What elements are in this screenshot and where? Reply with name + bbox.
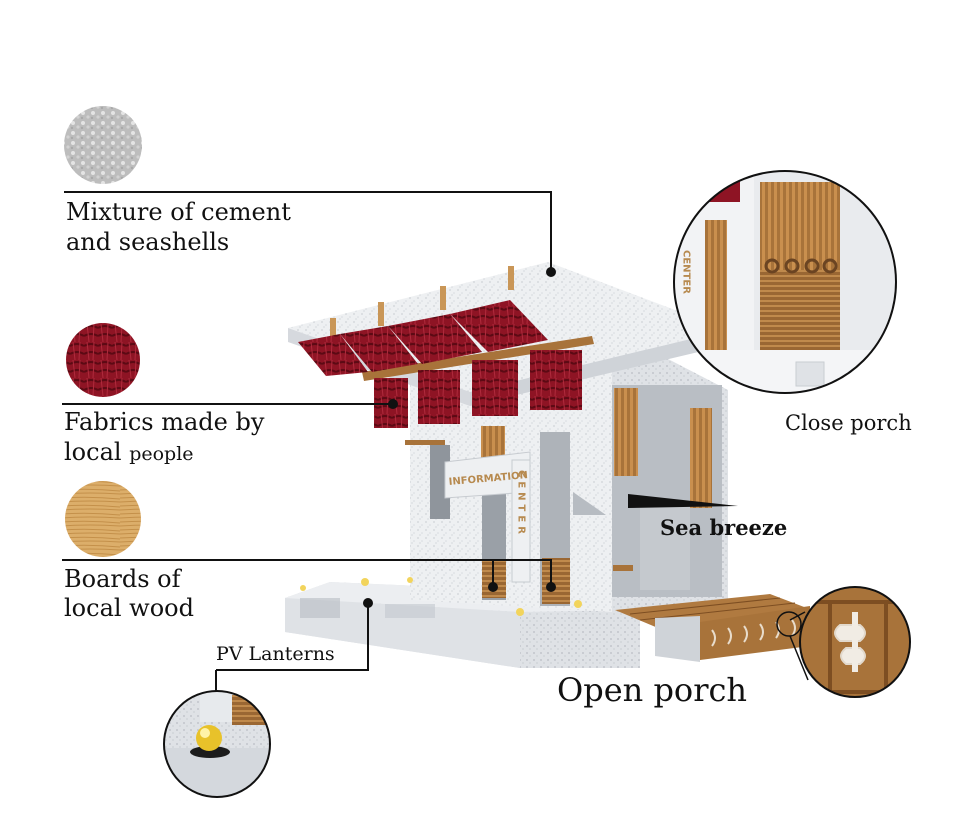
wood-leader-dot-2	[546, 582, 556, 592]
fabric-swatch-icon	[66, 323, 140, 397]
cement-swatch-icon	[64, 106, 142, 184]
wood-label-line1: Boards of	[64, 566, 181, 594]
fabrics-label-line2-a: local	[64, 438, 122, 466]
svg-text:CENTER: CENTER	[681, 250, 692, 294]
lantern-detail	[164, 691, 270, 798]
wood-label-line2: local wood	[64, 595, 194, 623]
fabrics-label-line1: Fabrics made by	[64, 409, 264, 437]
sign-center: CENTER	[516, 470, 527, 538]
fabrics-label-line2-b: people	[129, 443, 193, 465]
sea-breeze-label: Sea breeze	[660, 516, 787, 540]
close-porch-detail: CENTER	[674, 171, 896, 400]
wood-swatch-icon	[65, 481, 141, 557]
fabric-leader-dot	[388, 399, 398, 409]
wood-leader-dot-1	[488, 582, 498, 592]
cement-leader-dot	[546, 267, 556, 277]
close-porch-label: Close porch	[785, 411, 912, 435]
open-porch-label: Open porch	[557, 672, 747, 709]
pv-lanterns-label: PV Lanterns	[216, 644, 335, 666]
cement-label-line2: and seashells	[66, 229, 229, 257]
cement-label-line1: Mixture of cement	[66, 199, 291, 227]
lantern-leader-dot	[363, 598, 373, 608]
